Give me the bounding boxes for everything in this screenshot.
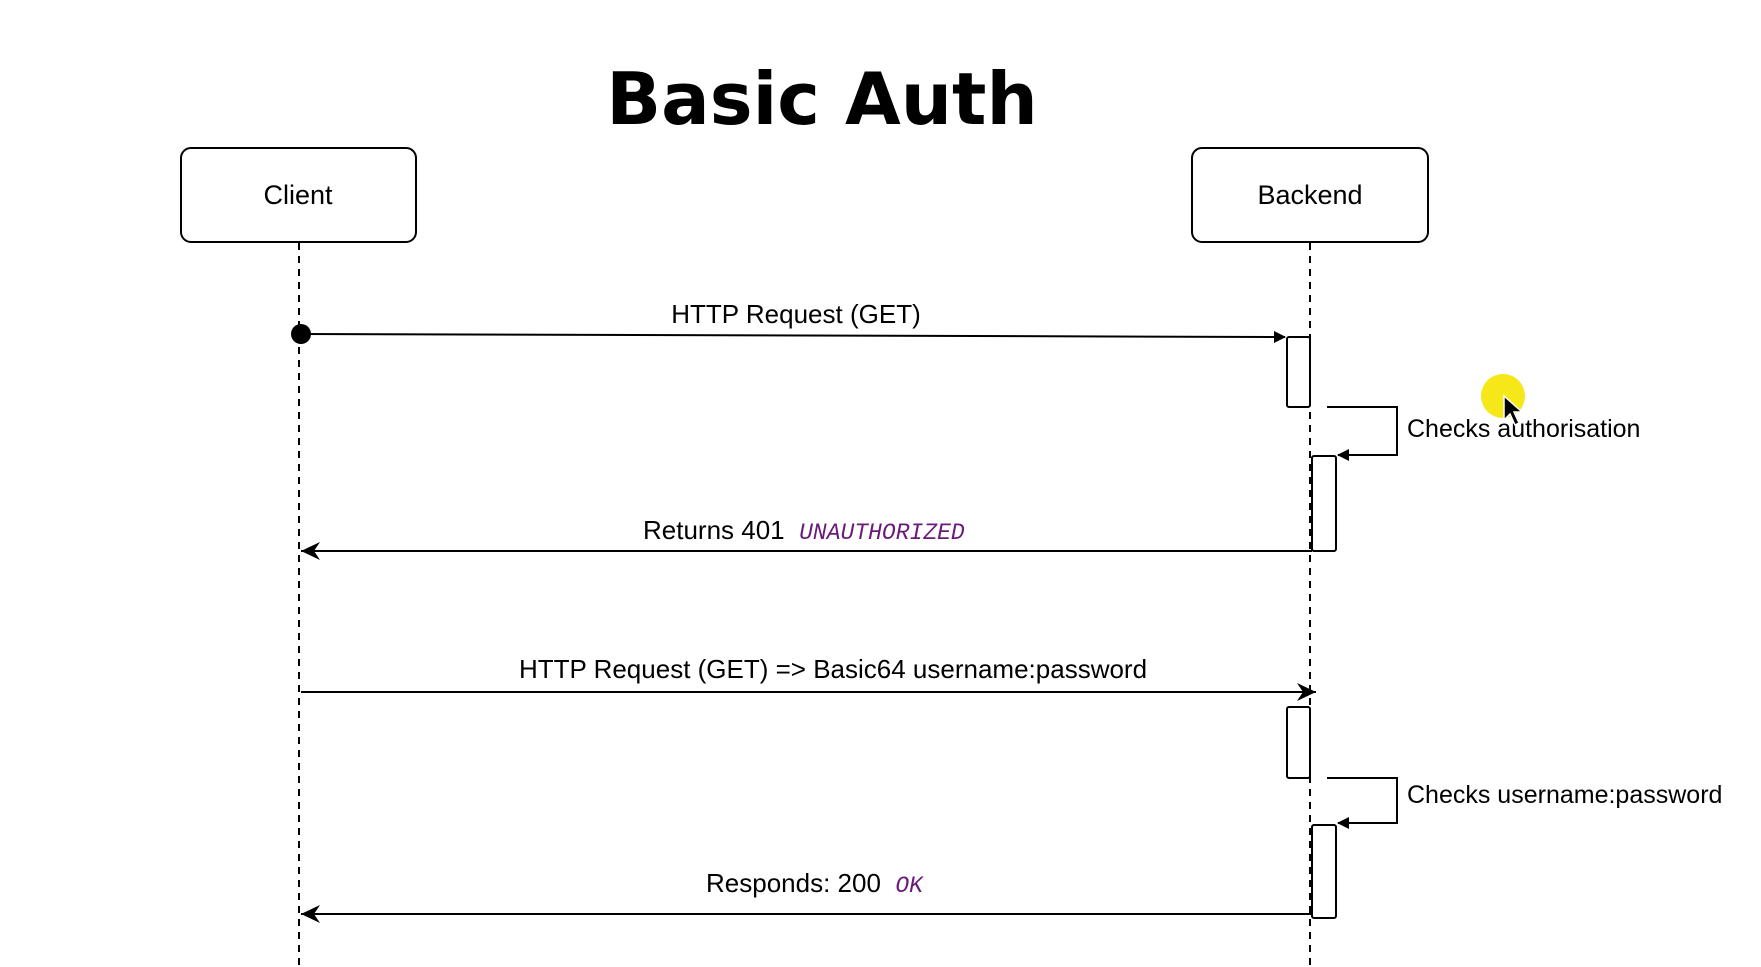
backend-activation-bar — [1286, 336, 1311, 408]
self-check-label: Checks username:password — [1407, 781, 1722, 809]
backend-actor-label: Backend — [1257, 180, 1362, 210]
self-check-authorisation: Checks authorisation — [1327, 406, 1640, 461]
message-label: Responds: 200 OK — [706, 868, 924, 899]
self-check-credentials: Checks username:password — [1327, 777, 1722, 829]
message-label: HTTP Request (GET) => Basic64 username:p… — [519, 654, 1147, 684]
backend-activation-bar — [1286, 706, 1311, 779]
message-label: Returns 401 UNAUTHORIZED — [643, 515, 965, 546]
message-http-request-credentials: HTTP Request (GET) => Basic64 username:p… — [301, 654, 1316, 701]
backend-actor: Backend — [1191, 147, 1429, 243]
message-text: Responds: 200 — [706, 868, 881, 898]
message-arrow — [300, 330, 1286, 343]
backend-activation-bar — [1311, 824, 1337, 919]
self-check-arrow — [1327, 777, 1398, 829]
message-http-request: HTTP Request (GET) — [291, 299, 1286, 344]
message-returns-401: Returns 401 UNAUTHORIZED — [301, 515, 1312, 560]
status-code: OK — [895, 873, 924, 899]
page-title: Basic Auth — [606, 57, 1037, 141]
self-check-arrow — [1327, 406, 1398, 461]
message-text: Returns 401 — [643, 515, 785, 545]
self-check-label: Checks authorisation — [1407, 415, 1640, 443]
status-code: UNAUTHORIZED — [799, 520, 965, 546]
message-responds-200: Responds: 200 OK — [301, 868, 1312, 923]
mouse-pointer-icon — [1503, 394, 1524, 427]
message-label: HTTP Request (GET) — [671, 299, 920, 329]
backend-actor-box — [1191, 147, 1429, 243]
client-actor-box — [180, 147, 417, 243]
client-actor: Client — [180, 147, 417, 243]
client-actor-label: Client — [263, 180, 333, 210]
backend-activation-bar — [1311, 455, 1337, 552]
mouse-cursor — [1481, 374, 1525, 427]
